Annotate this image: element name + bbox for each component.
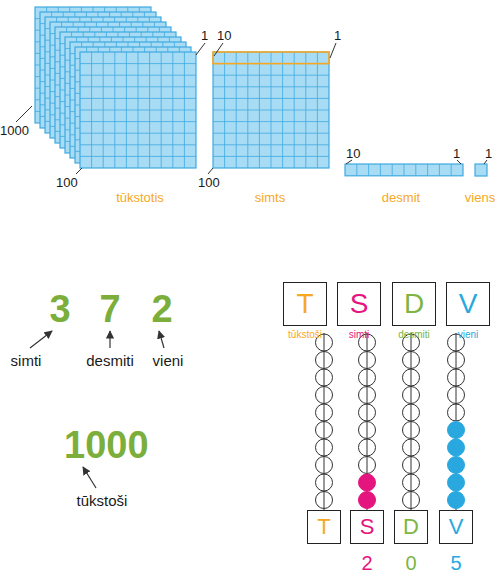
leader-line — [208, 168, 213, 174]
leader-line — [346, 160, 352, 164]
ten-rod — [345, 164, 463, 176]
block-name: simts — [255, 191, 285, 204]
abacus-rod — [411, 333, 412, 510]
dimension: 10 — [217, 29, 231, 42]
colored-bead — [448, 492, 465, 509]
abacus-rod — [324, 333, 325, 510]
place-box: Ttūkstoši — [283, 282, 327, 326]
leader-line — [76, 168, 82, 174]
place-letter: T — [317, 516, 330, 538]
number: 1000 — [64, 426, 149, 464]
digit: 7 — [99, 290, 120, 328]
pointer-arrow — [83, 467, 96, 488]
place-letter: V — [449, 516, 464, 538]
colored-bead — [359, 474, 376, 491]
leader-line — [457, 160, 461, 164]
place-letter: D — [404, 290, 424, 318]
place-box: Ssimti — [337, 282, 381, 326]
block-name: desmit — [382, 191, 420, 204]
dimension: 10 — [346, 147, 360, 160]
pointer-arrow — [30, 331, 52, 348]
abacus-box: D — [394, 510, 428, 544]
dimension: 1 — [453, 147, 460, 160]
place-caption: vieni — [153, 353, 184, 368]
place-box: Ddesmiti — [392, 282, 436, 326]
colored-bead — [448, 422, 465, 439]
pointer-arrows — [30, 331, 164, 488]
rod-grid — [357, 164, 451, 176]
dimension: 1 — [201, 29, 208, 42]
block-square — [80, 52, 196, 168]
colored-bead — [359, 492, 376, 509]
place-name: desmiti — [398, 330, 430, 340]
leader-lines — [16, 43, 487, 174]
place-letter: D — [403, 516, 419, 538]
abacus-digit: 2 — [361, 553, 372, 573]
place-name: tūkstoši — [288, 330, 322, 340]
dimension: 1000 — [0, 124, 29, 137]
dimension: 100 — [198, 176, 220, 189]
abacus-box: V — [439, 510, 473, 544]
place-caption: simti — [11, 353, 42, 368]
dimension: 100 — [56, 176, 78, 189]
highlight-row — [213, 52, 329, 64]
block-name: tūkstotis — [116, 191, 164, 204]
colored-bead — [448, 439, 465, 456]
abacus-digit: 0 — [405, 553, 416, 573]
dimension: 1 — [334, 29, 341, 42]
leader-line — [214, 43, 223, 56]
place-caption: tūkstoši — [77, 493, 128, 508]
abacus-box: T — [307, 510, 341, 544]
digit: 3 — [49, 290, 70, 328]
colored-bead — [448, 457, 465, 474]
pointer-arrow — [159, 331, 164, 348]
abacus — [316, 333, 465, 510]
abacus-digit: 5 — [450, 553, 461, 573]
block-square — [213, 52, 329, 168]
place-box: Vvieni — [446, 282, 490, 326]
colored-bead — [448, 474, 465, 491]
block-grid — [80, 52, 196, 168]
block-grid — [213, 52, 329, 168]
leader-line — [330, 43, 336, 58]
place-caption: desmiti — [86, 353, 134, 368]
place-letter: S — [350, 290, 369, 318]
place-name: simti — [349, 330, 370, 340]
leader-line — [16, 106, 32, 122]
unit-cube — [475, 164, 487, 176]
place-name: vieni — [458, 330, 479, 340]
digit: 2 — [151, 290, 172, 328]
dimension: 1 — [485, 147, 492, 160]
base-ten-blocks — [35, 7, 487, 176]
place-letter: V — [459, 290, 478, 318]
place-letter: T — [296, 290, 313, 318]
leader-line — [484, 160, 487, 164]
pointer-arrow — [109, 331, 110, 348]
leader-line — [196, 43, 205, 55]
place-letter: S — [360, 516, 375, 538]
block-name: viens — [465, 191, 495, 204]
abacus-box: S — [350, 510, 384, 544]
